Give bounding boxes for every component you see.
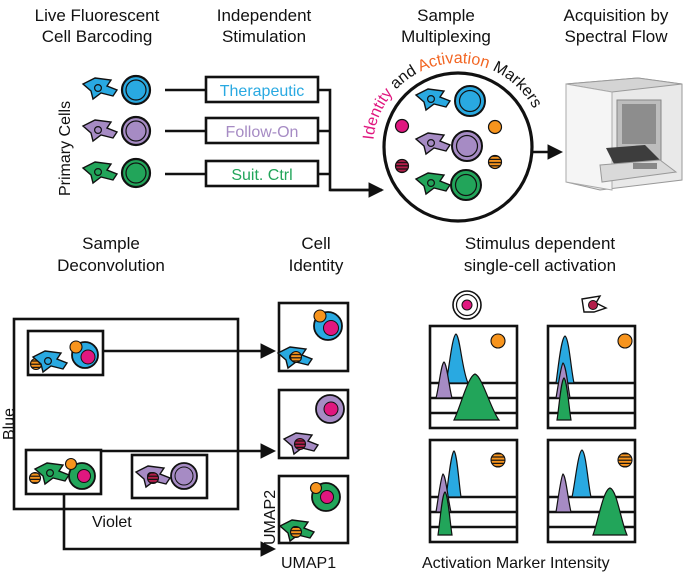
histogram-panel-macro-striped bbox=[546, 438, 637, 544]
stimulation-box-follow-on: Follow-On bbox=[204, 116, 320, 145]
stimulation-box-suit-ctrl: Suit. Ctrl bbox=[204, 159, 320, 188]
spectral-cytometer-icon bbox=[565, 77, 683, 191]
histogram-panel-lymph-striped bbox=[428, 438, 519, 544]
header-identity-line1: Cell bbox=[301, 234, 330, 253]
macrophage-blue-icon bbox=[82, 77, 118, 100]
macrophage-green-icon bbox=[82, 161, 118, 184]
stim-label-follow-on: Follow-On bbox=[226, 124, 299, 141]
header-barcoding-line1: Live Fluorescent bbox=[35, 6, 160, 25]
stimulation-box-therapeutic: Therapeutic bbox=[204, 75, 320, 104]
stim-label-suit-ctrl: Suit. Ctrl bbox=[231, 167, 292, 184]
axis-label-violet: Violet bbox=[92, 514, 132, 531]
gate-green bbox=[24, 448, 103, 496]
axis-label-umap2: UMAP2 bbox=[262, 490, 279, 545]
header-activation-line1: Stimulus dependent bbox=[465, 234, 616, 253]
multiplex-pool bbox=[382, 71, 534, 223]
header-acquisition-line2: Spectral Flow bbox=[565, 27, 669, 46]
identity-plot-green bbox=[277, 474, 350, 545]
header-acquisition-line1: Acquisition by bbox=[564, 6, 669, 25]
axis-label-activation-intensity: Activation Marker Intensity bbox=[422, 555, 610, 572]
header-deconvolution-line1: Sample bbox=[82, 234, 140, 253]
header-activation-line2: single-cell activation bbox=[464, 256, 616, 275]
header-stimulation-line1: Independent bbox=[217, 6, 312, 25]
stim-label-therapeutic: Therapeutic bbox=[220, 83, 305, 100]
gate-violet bbox=[130, 453, 209, 500]
header-multiplexing-line2: Multiplexing bbox=[401, 27, 491, 46]
identity-plot-violet bbox=[277, 388, 350, 460]
barcoded-cells bbox=[82, 74, 152, 189]
macrophage-violet-icon bbox=[82, 119, 118, 142]
gate-blue bbox=[26, 329, 105, 377]
axis-label-blue: Blue bbox=[1, 408, 18, 440]
arc-activation: Activation bbox=[415, 50, 491, 75]
identity-plot-blue bbox=[277, 301, 350, 373]
header-barcoding-line2: Cell Barcoding bbox=[42, 27, 153, 46]
histogram-panel-macro-orange bbox=[546, 324, 637, 430]
header-stimulation-line2: Stimulation bbox=[222, 27, 306, 46]
histogram-panel-lymph-orange bbox=[428, 324, 519, 430]
header-identity-line2: Identity bbox=[289, 256, 344, 275]
header-multiplexing-line1: Sample bbox=[417, 6, 475, 25]
lymphocyte-target-icon bbox=[452, 290, 482, 320]
macrophage-target-icon bbox=[581, 295, 608, 313]
primary-cells-label: Primary Cells bbox=[57, 101, 74, 196]
header-deconvolution-line2: Deconvolution bbox=[57, 256, 165, 275]
axis-label-umap1: UMAP1 bbox=[281, 555, 336, 572]
